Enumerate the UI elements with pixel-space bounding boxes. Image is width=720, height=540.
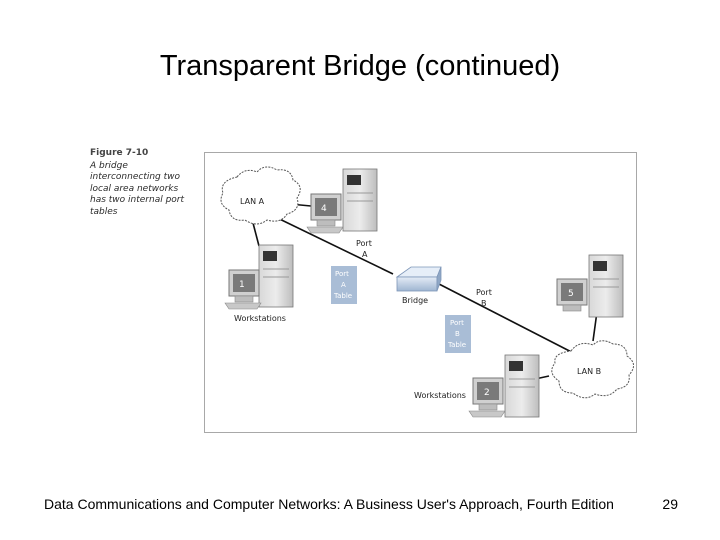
lan-a-cloud: LAN A (220, 166, 301, 225)
slide-title: Transparent Bridge (continued) (159, 50, 561, 82)
slide-footer: Data Communications and Computer Network… (44, 496, 614, 512)
page-number: 29 (662, 496, 678, 512)
port-a-label-line1: Port (356, 239, 372, 248)
port-a-table-line3: Table (333, 292, 352, 300)
port-b-table-line2: B (455, 330, 460, 338)
port-b-table-line3: Table (447, 341, 466, 349)
workstation-2: 2 (468, 354, 540, 418)
figure-number: Figure 7-10 (90, 148, 149, 158)
bridge-label: Bridge (402, 296, 428, 305)
port-a-table-line1: Port (335, 270, 349, 278)
port-a-label-line2: A (362, 250, 368, 259)
port-b-table: Port B Table (445, 315, 471, 353)
lan-a-label: LAN A (240, 197, 265, 206)
port-b-label: Port B (476, 288, 492, 308)
port-a-label: Port A (356, 239, 372, 259)
workstation-4-number: 4 (321, 204, 327, 214)
cable-lan-a-to-ws1 (252, 222, 260, 247)
cable-bridge-to-lan-b (438, 283, 590, 362)
port-b-label-line1: Port (476, 288, 492, 297)
workstation-5: 5 (556, 254, 624, 318)
cables (252, 202, 600, 382)
port-b-table-line1: Port (450, 319, 464, 327)
workstation-5-number: 5 (568, 289, 574, 299)
workstation-1: 1 (224, 244, 294, 310)
workstations-label-bottom: Workstations (414, 391, 466, 400)
diagram-canvas: LAN A LAN B 4 1 (220, 166, 634, 418)
bridge-device: Bridge (395, 266, 442, 305)
lan-b-label: LAN B (577, 367, 601, 376)
figure-caption: Figure 7-10 A bridge interconnecting two… (90, 148, 190, 218)
workstation-1-number: 1 (239, 280, 245, 290)
network-diagram: LAN A LAN B 4 1 (204, 152, 637, 433)
port-a-table-line2: A (341, 281, 346, 289)
figure-caption-text: A bridge interconnecting two local area … (90, 160, 185, 217)
cable-lan-a-to-bridge (262, 210, 394, 275)
port-b-label-line2: B (481, 299, 487, 308)
workstation-4: 4 (306, 168, 378, 234)
workstations-label-left: Workstations (234, 314, 286, 323)
workstation-2-number: 2 (484, 388, 490, 398)
port-a-table: Port A Table (331, 266, 357, 304)
lan-b-cloud: LAN B (551, 340, 634, 399)
